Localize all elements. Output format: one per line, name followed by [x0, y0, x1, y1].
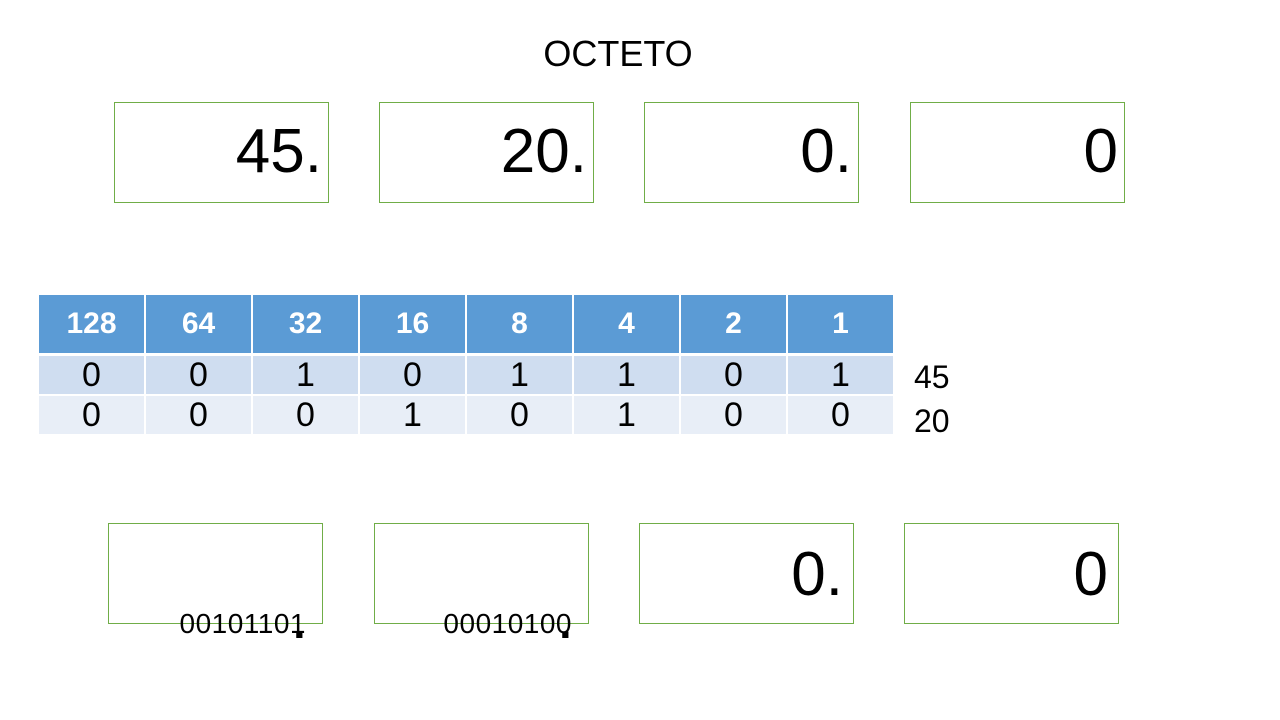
bit-cell: 1: [787, 354, 895, 396]
bit-weight: 4: [573, 295, 681, 356]
octet-value-4: 0: [1083, 117, 1118, 186]
bit-cell: 1: [573, 354, 681, 396]
binary-bits-2: 00010100: [443, 608, 572, 639]
octet-box-2: 20.: [379, 102, 594, 203]
bit-cell: 1: [466, 354, 574, 396]
bit-row-45: 0 0 1 0 1 1 0 1: [39, 354, 895, 396]
decimal-label-20: 20: [914, 403, 950, 439]
bit-cell: 0: [787, 395, 895, 434]
bit-cell: 0: [145, 395, 253, 434]
bit-cell: 0: [680, 354, 788, 396]
octet-value-1: 45.: [235, 117, 322, 186]
octet-box-1: 45.: [114, 102, 329, 203]
bit-cell: 0: [39, 395, 146, 434]
bit-weight-header: 128 64 32 16 8 4 2 1: [39, 295, 895, 356]
bit-cell: 0: [359, 354, 467, 396]
binary-box-2: 00010100.: [374, 523, 589, 646]
bit-weight: 1: [787, 295, 895, 356]
binary-bits-1: 00101101: [179, 608, 306, 639]
binary-value-4: 0: [1073, 540, 1108, 609]
bit-weight: 32: [252, 295, 360, 356]
binary-box-1: 00101101.: [108, 523, 323, 646]
bit-cell: 0: [39, 354, 146, 396]
decimal-label-45: 45: [914, 359, 950, 395]
bit-cell: 0: [145, 354, 253, 396]
binary-dot-2: .: [559, 599, 572, 648]
binary-dot-1: .: [293, 599, 306, 648]
octet-title: OCTETO: [543, 33, 693, 74]
octet-value-2: 20.: [500, 117, 587, 186]
bit-weight: 8: [466, 295, 574, 356]
bit-weight: 64: [145, 295, 253, 356]
octet-box-4: 0: [910, 102, 1125, 203]
octet-box-3: 0.: [644, 102, 859, 203]
bit-cell: 0: [466, 395, 574, 434]
bit-weight: 16: [359, 295, 467, 356]
bit-cell: 0: [252, 395, 360, 434]
bit-cell: 0: [680, 395, 788, 434]
bit-weight: 2: [680, 295, 788, 356]
binary-box-4: 0: [904, 523, 1119, 624]
octet-value-3: 0.: [800, 117, 852, 186]
bit-row-20: 0 0 0 1 0 1 0 0: [39, 395, 895, 434]
bit-weight: 128: [39, 295, 146, 356]
binary-value-3: 0.: [791, 540, 843, 609]
binary-table: 128 64 32 16 8 4 2 1 0 0 1 0 1 1 0 1 0 0…: [39, 295, 895, 434]
bit-cell: 1: [573, 395, 681, 434]
bit-cell: 1: [359, 395, 467, 434]
bit-cell: 1: [252, 354, 360, 396]
binary-box-3: 0.: [639, 523, 854, 624]
